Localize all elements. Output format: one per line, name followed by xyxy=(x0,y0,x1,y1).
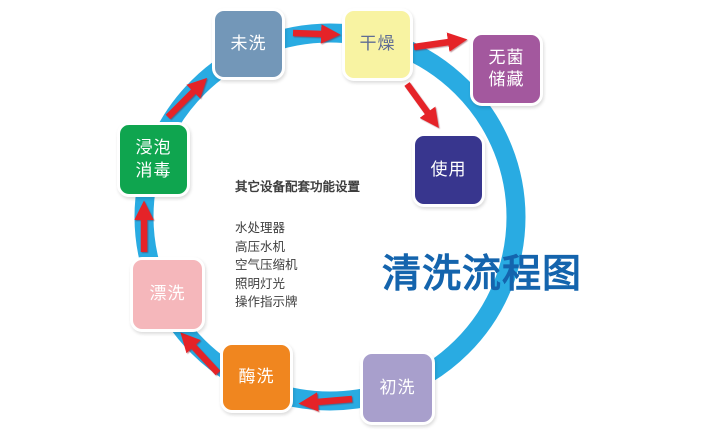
equipment-item-high-pressure: 高压水机 xyxy=(235,239,286,254)
step-initial-wash[interactable]: 初洗 xyxy=(360,351,435,425)
flow-arrows xyxy=(134,24,468,412)
step-sterile-storage[interactable]: 无菌 储藏 xyxy=(470,32,543,106)
arrow-soak-to-unwashed-icon xyxy=(165,77,208,120)
diagram-title: 清洗流程图 xyxy=(382,253,583,296)
equipment-item-air-compressor: 空气压缩机 xyxy=(235,258,298,272)
equipment-item-operation-sign: 操作指示牌 xyxy=(235,295,298,309)
arrow-to-use-icon xyxy=(404,82,439,129)
equipment-panel-heading: 其它设备配套功能设置 xyxy=(235,180,361,194)
equipment-item-lighting: 照明灯光 xyxy=(235,276,286,291)
step-unwashed[interactable]: 未洗 xyxy=(212,8,285,80)
step-rinse[interactable]: 漂洗 xyxy=(130,257,205,332)
step-use[interactable]: 使用 xyxy=(412,133,485,207)
step-dry[interactable]: 干燥 xyxy=(342,8,413,81)
arrow-dry-to-sterile-icon xyxy=(413,32,468,52)
step-enzyme-wash[interactable]: 酶洗 xyxy=(220,342,293,413)
equipment-panel: 其它设备配套功能设置 水处理器 高压水机 空气压缩机 照明灯光 操作指示牌 xyxy=(235,176,360,312)
arrow-enzyme-to-rinse-icon xyxy=(180,332,221,376)
arrow-unwashed-to-dry-icon xyxy=(292,24,341,44)
equipment-item-water-processor: 水处理器 xyxy=(235,221,286,235)
arrow-initialwash-to-enzyme-icon xyxy=(298,392,353,412)
step-soak-disinfect[interactable]: 浸泡 消毒 xyxy=(117,122,190,197)
